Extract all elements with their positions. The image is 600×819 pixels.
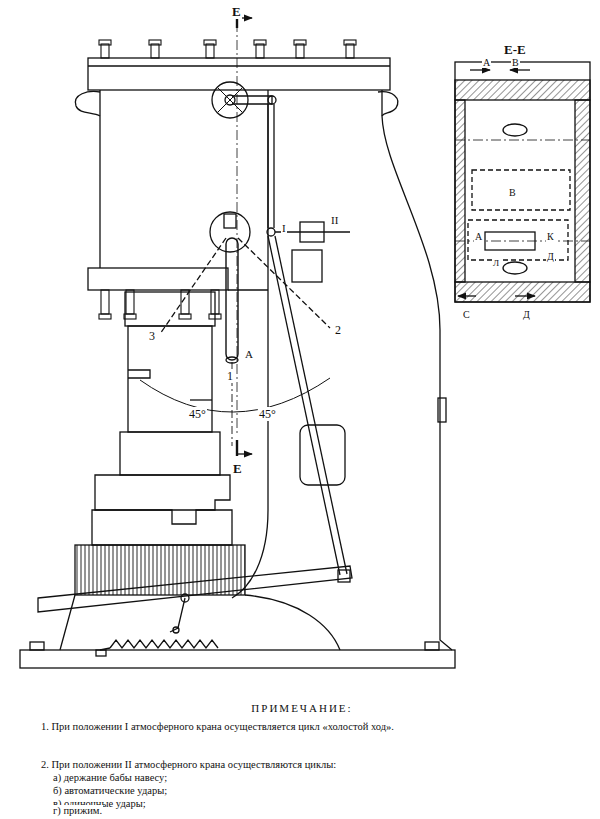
note-item: г) прижим. — [52, 805, 103, 816]
channel-letter: С — [462, 309, 471, 320]
section-mark-holder: Е — [232, 459, 243, 477]
position-mark-holder: I — [281, 218, 287, 236]
channel-letter: А — [474, 231, 483, 242]
channel-letter: Д — [546, 251, 555, 262]
section-mark-holder: Е — [231, 2, 242, 20]
channel-letter-holder: Д — [546, 246, 555, 264]
channel-letter-holder: С — [462, 304, 471, 322]
note-item: а) держание бабы навесу; — [52, 772, 168, 783]
angle-label-holder: 45° — [188, 404, 207, 422]
callout-number-holder: 3 — [148, 326, 156, 344]
note-heading-holder: ПРИМЕЧАНИЕ: — [2, 698, 600, 716]
angle-label: 45° — [188, 407, 207, 421]
callout-number: 2 — [334, 323, 342, 337]
note-text: 2. При положении II атмосферного крана о… — [40, 759, 337, 770]
channel-letter-holder: А — [474, 226, 483, 244]
note-item: б) автоматические удары; — [52, 785, 168, 796]
channel-letter: В — [508, 187, 517, 198]
channel-letter-holder: А — [482, 52, 491, 70]
note-text-holder: 1. При положении I атмосферного крана ос… — [40, 716, 460, 734]
position-mark: II — [330, 214, 339, 226]
section-title: Е-Е — [503, 42, 527, 57]
channel-letter: К — [546, 231, 555, 242]
channel-letter-holder: К — [546, 226, 555, 244]
channel-letter: А — [482, 57, 491, 68]
channel-letter: Л — [492, 258, 500, 268]
note-heading: ПРИМЕЧАНИЕ: — [250, 702, 353, 714]
callout-letter-holder: А — [244, 344, 254, 362]
callout-number-holder: 1 — [226, 366, 234, 384]
callout-letter: А — [244, 348, 254, 360]
section-mark: Е — [231, 4, 242, 19]
angle-label: 45° — [258, 407, 277, 421]
section-mark: Е — [232, 461, 243, 476]
callout-number: 1 — [226, 369, 234, 383]
note-text-holder: 2. При положении II атмосферного крана о… — [40, 754, 337, 772]
angle-label-holder: 45° — [258, 404, 277, 422]
channel-letter-holder: В — [508, 182, 517, 200]
position-mark-holder: II — [330, 210, 339, 228]
channel-letter: Д — [522, 309, 531, 320]
channel-letter-holder: Д — [522, 304, 531, 322]
channel-letter: В — [511, 57, 520, 68]
callout-number: 3 — [148, 329, 156, 343]
position-mark: I — [281, 222, 287, 234]
channel-letter-holder: Л — [492, 252, 500, 270]
section-title-holder: Е-Е — [503, 40, 527, 58]
note-text: 1. При положении I атмосферного крана ос… — [40, 721, 395, 732]
callout-number-holder: 2 — [334, 320, 342, 338]
